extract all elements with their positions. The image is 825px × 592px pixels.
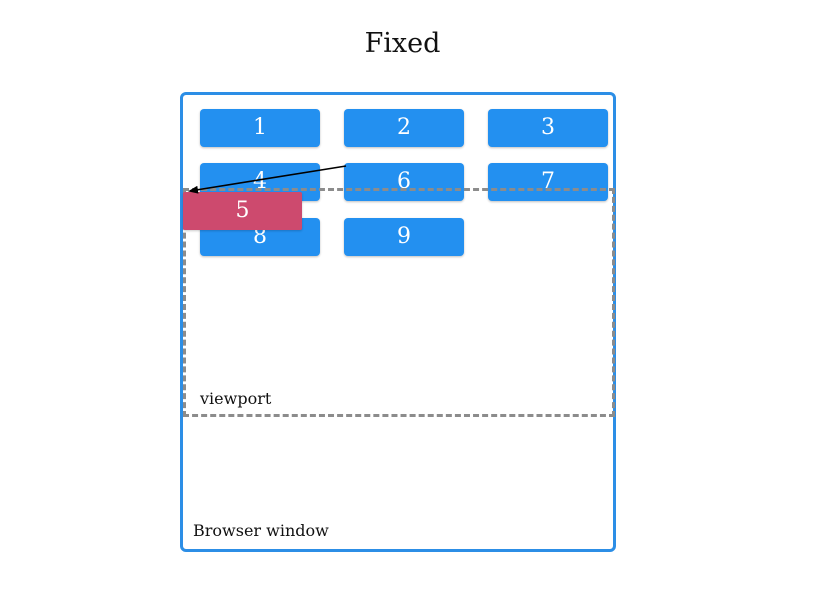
grid-item-3: 3 bbox=[488, 109, 608, 147]
viewport-label: viewport bbox=[200, 389, 272, 408]
grid-item-7: 7 bbox=[488, 163, 608, 201]
grid-item-9: 9 bbox=[344, 218, 464, 256]
grid-item-6: 6 bbox=[344, 163, 464, 201]
browser-window-label: Browser window bbox=[193, 521, 329, 540]
grid-item-2: 2 bbox=[344, 109, 464, 147]
viewport-frame bbox=[183, 188, 615, 417]
diagram-title: Fixed bbox=[364, 28, 441, 59]
fixed-item-5: 5 bbox=[183, 192, 302, 230]
grid-item-1: 1 bbox=[200, 109, 320, 147]
